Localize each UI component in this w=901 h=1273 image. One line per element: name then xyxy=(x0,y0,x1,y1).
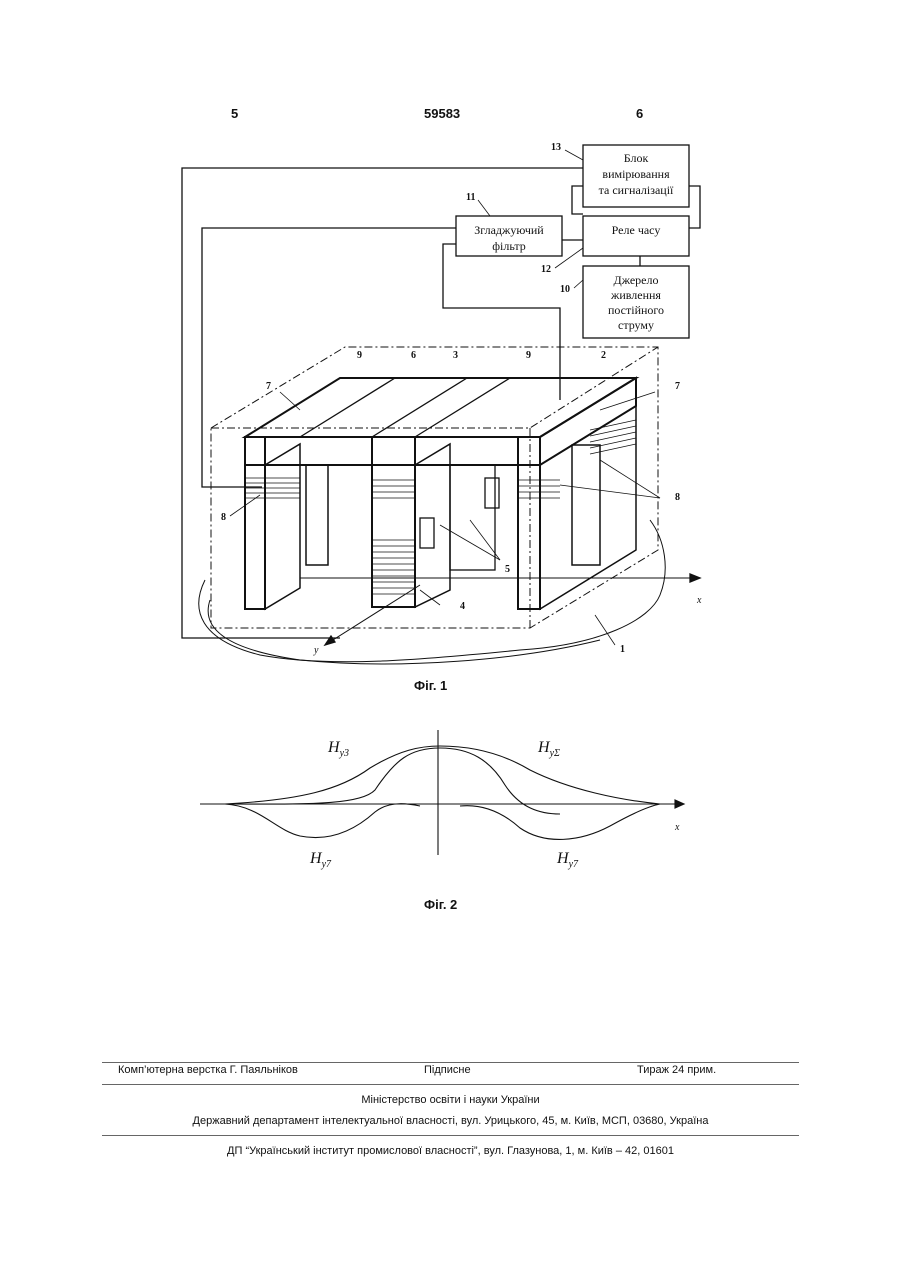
footer-layout-credit: Комп’ютерна верстка Г. Паяльніков xyxy=(118,1064,298,1076)
footer-ministry: Міністерство освіти і науки України xyxy=(0,1094,901,1106)
footer-rule-bottom xyxy=(102,1135,799,1136)
figure-2-caption: Фіг. 2 xyxy=(424,897,457,912)
figure-2-drawing: Hy3 HyΣ Hy7 Hy7 x xyxy=(0,0,901,900)
curve-hy7-right xyxy=(460,804,660,839)
label-hy3: Hy3 xyxy=(327,739,349,759)
curve-hy3 xyxy=(225,746,660,804)
curve-hy7-left xyxy=(225,804,420,838)
footer-department: Державний департамент інтелектуальної вл… xyxy=(0,1115,901,1127)
footer-signed: Підписне xyxy=(424,1064,471,1076)
label-hy7-left: Hy7 xyxy=(309,850,332,870)
footer-rule-top xyxy=(102,1062,799,1063)
footer-rule-middle xyxy=(102,1084,799,1085)
figure2-axis-x: x xyxy=(674,822,680,833)
footer-institute: ДП “Український інститут промислової вла… xyxy=(0,1145,901,1157)
label-hysum: HyΣ xyxy=(537,739,560,759)
footer-circulation: Тираж 24 прим. xyxy=(637,1064,716,1076)
label-hy7-right: Hy7 xyxy=(556,850,579,870)
